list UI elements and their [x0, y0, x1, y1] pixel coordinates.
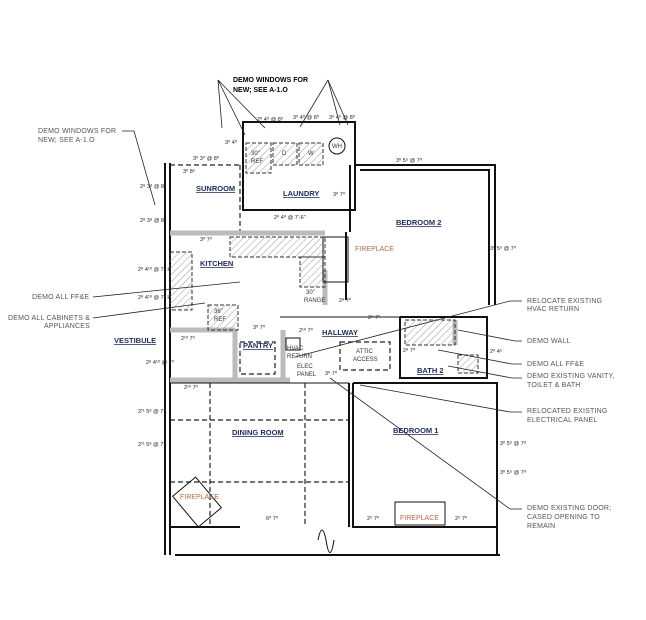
elec-panel-label: PANEL — [297, 372, 317, 378]
dim: 3⁰ 5⁶ @ 7⁸ — [500, 469, 526, 476]
range-label: RANGE — [304, 298, 325, 304]
dim: 2¹⁰ 7⁰ — [184, 384, 199, 391]
range-size: 30" — [306, 290, 315, 296]
dim: 3⁰ 5⁶ @ 7⁸ — [500, 440, 526, 447]
kitchen-ref-label: REF — [214, 317, 226, 323]
top-demo-windows-line2: NEW; SEE A-1.O — [233, 87, 288, 94]
demo-door-line2: CASED OPENING TO — [527, 514, 600, 521]
dim: 3⁰ 7⁰ — [253, 324, 266, 331]
demo-door-line3: REMAIN — [527, 523, 555, 530]
dim: 2⁸ 7⁰ — [403, 347, 416, 354]
relocated-panel-line1: RELOCATED EXISTING — [527, 408, 607, 415]
fireplace-bedroom-2: FIREPLACE — [355, 246, 394, 253]
room-hallway: HALLWAY — [322, 328, 358, 337]
dim: 3⁰ 4⁰ — [225, 139, 238, 146]
washer-label: W — [308, 151, 314, 157]
dim: 2⁸ 3⁸ @ 8⁰ — [140, 217, 167, 224]
room-bedroom-2: BEDROOM 2 — [396, 218, 441, 227]
dim: 3⁰ 5⁶ @ 7⁰ — [490, 245, 517, 252]
attic-label: ATTIC — [356, 349, 374, 355]
dim: 3⁰ 7⁰ — [325, 370, 338, 377]
room-vestibule: VESTIBULE — [114, 336, 156, 345]
hvac-label: HVAC — [287, 346, 304, 352]
demo-ffe-left: DEMO ALL FF&E — [32, 294, 89, 301]
fixture-labels: FIREPLACE FIREPLACE FIREPLACE 30" REF D … — [180, 144, 439, 522]
top-demo-windows-line1: DEMO WINDOWS FOR — [233, 77, 308, 84]
dim: 2⁸ 7⁰ — [339, 297, 352, 304]
dim: 2¹¹ 5⁸ @ 7⁸ — [138, 408, 166, 415]
room-dining: DINING ROOM — [232, 428, 284, 437]
dryer-label: D — [282, 151, 287, 157]
dim: 2⁸ 4¹⁰ @ 7⁰ H — [138, 266, 171, 273]
dim: 2⁶ 7⁰ — [368, 314, 381, 321]
room-labels: SUNROOM LAUNDRY BEDROOM 2 KITCHEN VESTIB… — [114, 184, 444, 437]
notes: DEMO WINDOWS FOR NEW; SEE A-1.O DEMO WIN… — [8, 77, 615, 530]
kitchen-ref-size: 36" — [214, 309, 223, 315]
demo-vanity-line2: TOILET & BATH — [527, 382, 581, 389]
laundry-ref-label: REF — [251, 159, 263, 165]
fireplace-dining: FIREPLACE — [180, 494, 219, 501]
demo-cabinets-line2: APPLIANCES — [44, 323, 90, 330]
demo-cabinets-line1: DEMO ALL CABINETS & — [8, 315, 90, 322]
relocated-panel-line2: ELECTRICAL PANEL — [527, 417, 598, 424]
elec-label: ELEC — [297, 364, 313, 370]
dim: 2⁶ 7⁰ — [367, 515, 380, 522]
dimension-callouts: 2⁰ 4⁰ @ 8⁰ 3⁰ 4⁰ @ 8⁰ 3⁰ 4⁰ @ 8⁰ 3⁰ 4⁰ 3… — [138, 114, 526, 522]
room-bath-2: BATH 2 — [417, 366, 444, 375]
laundry-ref-size: 30" — [251, 151, 260, 157]
dim: 3⁰ 5⁶ @ 7⁰ — [396, 157, 423, 164]
dim: 3⁰ 3⁰ @ 8⁰ — [193, 155, 220, 162]
demo-wall-note: DEMO WALL — [527, 338, 571, 345]
dim: 2⁸ 4¹⁰ @ 7⁰ — [146, 359, 175, 366]
water-heater-icon — [328, 137, 346, 155]
left-demo-windows-line2: NEW; SEE A-1.O — [38, 137, 95, 144]
dim: 2⁸ 4¹⁰ @ 7⁰ H — [138, 294, 171, 301]
dim: 2⁰ 4⁶ — [490, 348, 502, 355]
relocate-hvac-line2: HVAC RETURN — [527, 306, 579, 313]
dim: 2⁰ 4⁰ @ 8⁰ — [257, 116, 284, 123]
demo-door-line1: DEMO EXISTING DOOR; — [527, 505, 611, 512]
fireplace-bedroom-1: FIREPLACE — [400, 515, 439, 522]
dim: 2¹⁰ 7⁰ — [181, 335, 196, 342]
dim: 2¹¹ 5⁸ @ 7⁸ — [138, 441, 166, 448]
left-demo-windows-line1: DEMO WINDOWS FOR — [38, 128, 116, 135]
dim: 3⁰ 4⁰ @ 8⁰ — [293, 114, 320, 121]
fixtures — [169, 137, 479, 528]
dim: 3⁰ 7⁰ — [200, 236, 213, 243]
dim: 6⁰ 7⁰ — [266, 515, 279, 522]
dim: 2⁰ 4⁰ @ 7'-6" — [274, 214, 306, 221]
relocate-hvac-line1: RELOCATE EXISTING — [527, 298, 602, 305]
dim: 2⁸ 3⁸ @ 8⁰ — [140, 183, 167, 190]
water-heater-label: WH — [332, 144, 342, 150]
dim: 3⁰ 7⁰ — [333, 191, 346, 198]
dim: 2⁶ 7⁰ — [455, 515, 468, 522]
room-kitchen: KITCHEN — [200, 259, 233, 268]
room-pantry: PANTRY — [243, 341, 273, 350]
dim: 3⁰ 4⁰ @ 8⁰ — [329, 114, 356, 121]
attic-access-label: ACCESS — [353, 357, 378, 363]
room-sunroom: SUNROOM — [196, 184, 235, 193]
demo-vanity-line1: DEMO EXISTING VANITY, — [527, 373, 615, 380]
room-bedroom-1: BEDROOM 1 — [393, 426, 438, 435]
leader-lines — [92, 79, 522, 510]
room-laundry: LAUNDRY — [283, 189, 319, 198]
dim: 2¹⁰ 7⁰ — [299, 327, 314, 334]
demo-ffe-right: DEMO ALL FF&E — [527, 361, 584, 368]
break-line — [317, 529, 335, 553]
dim: 3⁰ 8⁶ — [183, 168, 195, 175]
hvac-return-label: RETURN — [287, 354, 312, 360]
walls — [164, 121, 500, 556]
dining-dashed-grid — [170, 383, 349, 527]
